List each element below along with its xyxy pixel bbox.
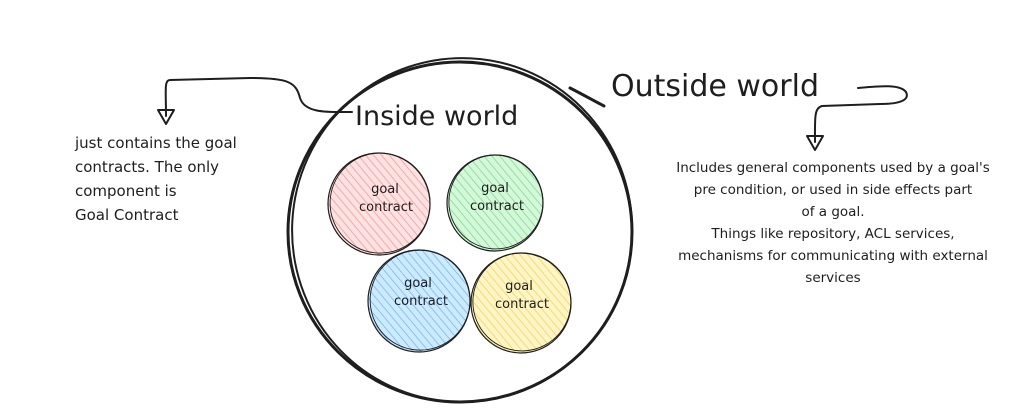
goal-contract-1-line1: goal [371, 182, 399, 197]
inside-world-label: Inside world [355, 101, 518, 132]
goal-contract-4: goal contract [470, 252, 572, 354]
goal-contract-2: goal contract [446, 154, 544, 252]
outside-note-line-1: Includes general components used by a go… [676, 160, 990, 176]
goal-contract-2-line1: goal [481, 181, 509, 196]
goal-contract-2-line2: contract [470, 199, 524, 214]
goal-contract-4-line2: contract [495, 297, 549, 312]
inside-note-line-4: Goal Contract [75, 206, 179, 224]
outside-note-line-4: Things like repository, ACL services, [710, 226, 954, 242]
goal-contract-3: goal contract [367, 249, 471, 353]
outside-note-line-2: pre condition, or used in side effects p… [694, 182, 972, 198]
inside-world-arrow [157, 76, 353, 125]
inside-note-line-1: just contains the goal [74, 134, 237, 152]
goal-contract-1-line2: contract [359, 200, 413, 215]
goal-contract-1: goal contract [327, 152, 431, 256]
goal-contract-3-line1: goal [404, 276, 432, 291]
outside-world-arrow [806, 85, 908, 151]
goal-contract-4-line1: goal [505, 279, 533, 294]
inside-note: just contains the goal contracts. The on… [74, 134, 237, 224]
inside-world-circle [286, 57, 634, 404]
inside-note-line-3: component is [75, 182, 177, 200]
outside-note-line-3: of a goal. [801, 204, 864, 220]
outside-world-connector [568, 86, 606, 108]
outside-note-line-6: services [805, 270, 860, 286]
outside-note: Includes general components used by a go… [676, 160, 990, 286]
outside-world-label: Outside world [611, 69, 819, 104]
goal-contract-3-line2: contract [394, 294, 448, 309]
outside-note-line-5: mechanisms for communicating with extern… [678, 248, 988, 264]
inside-note-line-2: contracts. The only [75, 158, 219, 176]
